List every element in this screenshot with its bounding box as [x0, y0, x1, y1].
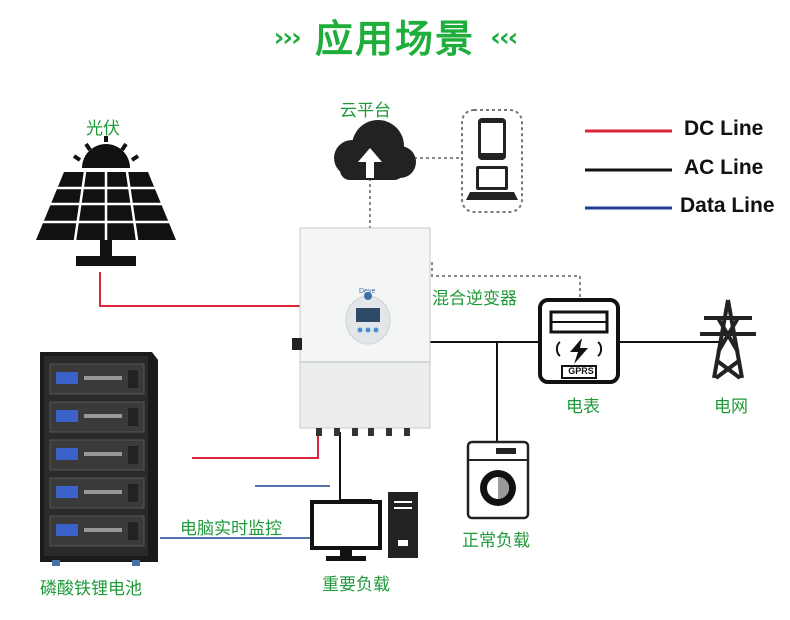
- phone-laptop-icon: [461, 109, 523, 213]
- cloud-platform-label: 云平台: [340, 101, 391, 121]
- washing-machine-icon: [466, 440, 530, 520]
- inverter-logo: Deye: [359, 288, 376, 295]
- meter-label: 电表: [566, 397, 600, 417]
- battery-rack-icon: [40, 352, 158, 566]
- battery-label: 磷酸铁锂电池: [40, 579, 142, 599]
- battery-module: [49, 439, 145, 471]
- battery-module: [49, 401, 145, 433]
- data-line-cloud: [369, 157, 581, 300]
- smart-meter-icon: [538, 298, 620, 384]
- cloud-upload-icon: [334, 120, 416, 180]
- dc-line-battery: [192, 432, 319, 459]
- hybrid-inverter-icon: [292, 227, 431, 436]
- inverter-label: 混合逆变器: [432, 289, 517, 309]
- pc-monitor-label: 电脑实时监控: [180, 519, 282, 539]
- important-load-label: 重要负载: [322, 575, 390, 595]
- solar-panel-icon: [36, 136, 176, 266]
- pv-label: 光伏: [86, 119, 120, 139]
- legend-dc-label: DC Line: [684, 117, 764, 140]
- meter-module-label: GPRS: [568, 366, 594, 376]
- page-title: ››› 应用场景 ‹‹‹: [273, 17, 519, 61]
- power-tower-icon: [700, 299, 756, 380]
- grid-label: 电网: [714, 397, 748, 417]
- battery-module: [49, 363, 145, 395]
- desktop-computer-icon: [310, 492, 418, 561]
- dc-line-pv: [99, 272, 318, 307]
- data-line-pc: [160, 485, 330, 539]
- battery-module: [49, 477, 145, 509]
- normal-load-label: 正常负载: [462, 531, 530, 551]
- legend-ac-label: AC Line: [684, 156, 764, 179]
- battery-module: [49, 515, 145, 547]
- legend-data-label: Data Line: [680, 194, 775, 217]
